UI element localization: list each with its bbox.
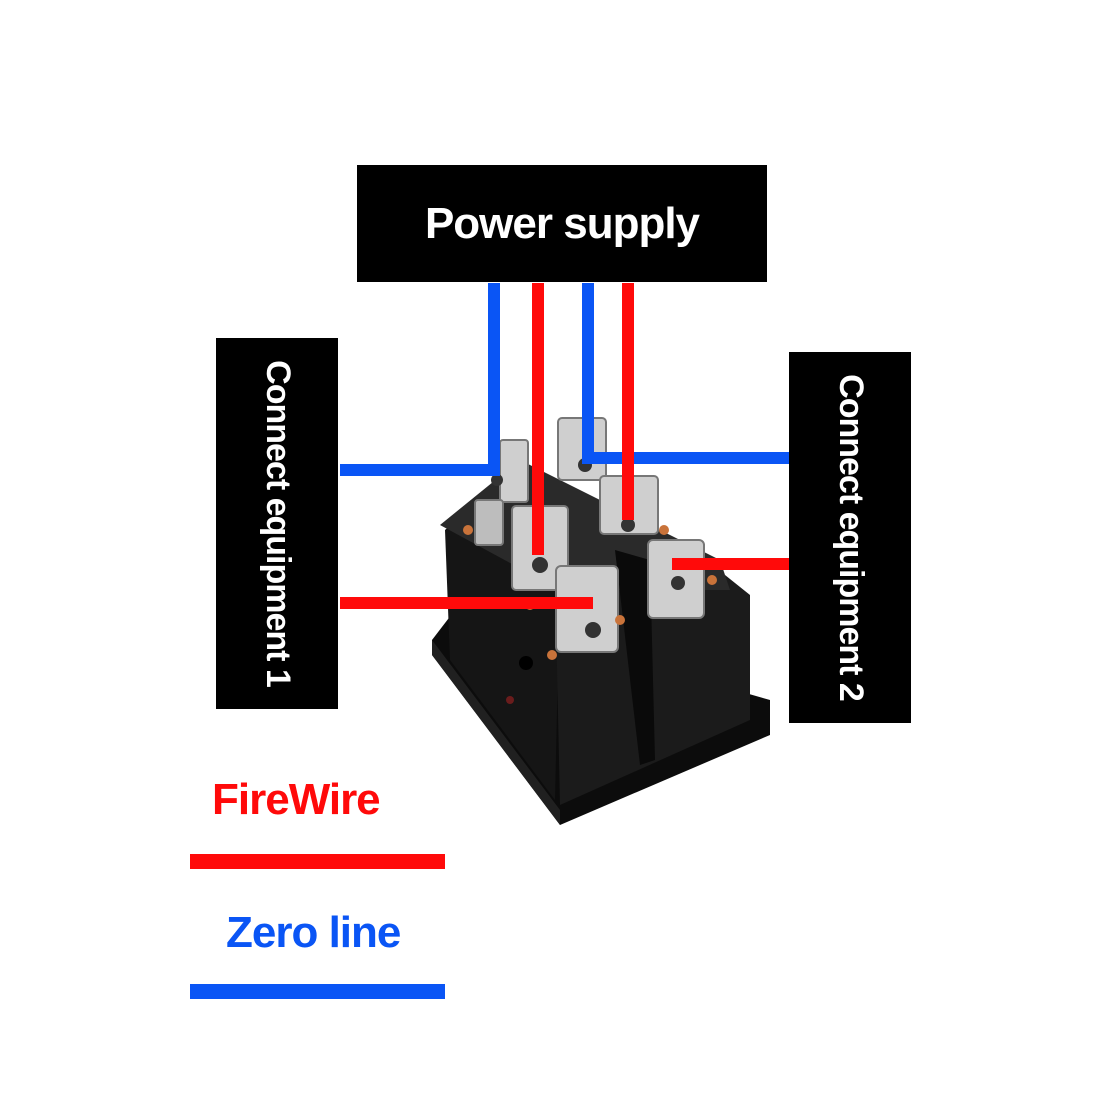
- legend-zero-line-label: Zero line: [226, 908, 401, 957]
- equipment-1-box: Connect equipment 1: [216, 338, 338, 709]
- equipment-1-label: Connect equipment 1: [258, 360, 297, 687]
- equipment-2-label: Connect equipment 2: [831, 374, 870, 701]
- legend-firewire-label: FireWire: [212, 775, 381, 824]
- legend-zero-line-swatch: [190, 984, 445, 999]
- equipment-2-box: Connect equipment 2: [789, 352, 911, 723]
- fire-wires: [340, 283, 789, 609]
- power-supply-label: Power supply: [424, 198, 700, 248]
- zero-line-wires: [340, 283, 789, 476]
- terminal-holes: [491, 458, 685, 638]
- power-supply-box: Power supply: [357, 165, 767, 282]
- legend-firewire-swatch: [190, 854, 445, 869]
